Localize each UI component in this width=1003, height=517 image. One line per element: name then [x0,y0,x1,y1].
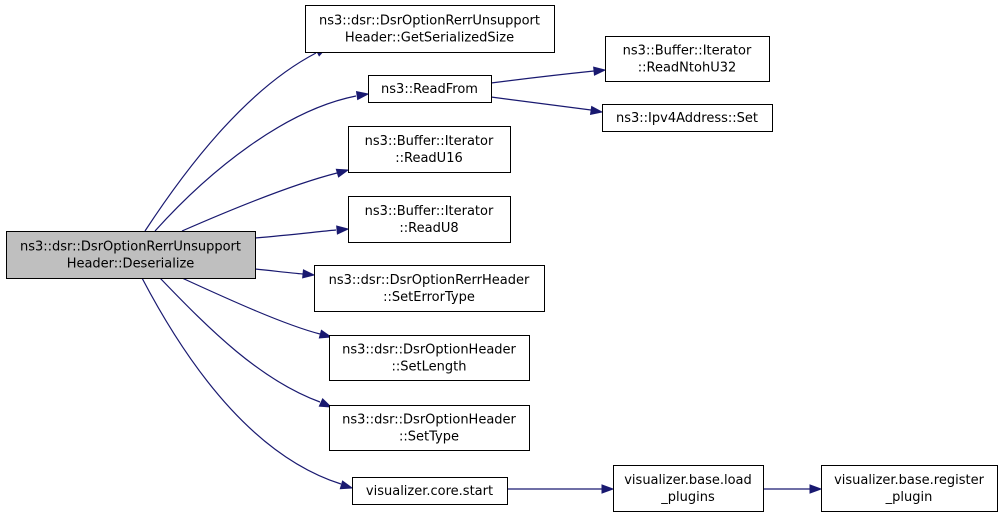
arrowhead-root-setlen [318,329,333,339]
node-readu8[interactable]: ns3::Buffer::Iterator::ReadU8 [348,196,511,243]
node-setlen[interactable]: ns3::dsr::DsrOptionHeader::SetLength [329,335,530,381]
node-label-line: ns3::Ipv4Address::Set [616,111,758,126]
arrowhead-vcstart-vbload [601,484,615,494]
node-ipv4set[interactable]: ns3::Ipv4Address::Set [602,104,773,132]
arrowhead-root-settype [318,397,333,408]
node-vcstart[interactable]: visualizer.core.start [352,477,508,505]
arrowhead-root-readu8 [336,225,350,235]
node-box[interactable] [305,5,555,53]
node-box[interactable] [348,196,511,243]
arrowhead-root-vcstart [339,480,354,490]
node-label-line: ::SetLength [392,360,467,375]
node-label-line: ns3::dsr::DsrOptionRerrUnsupport [319,14,540,29]
edge-root-readfrom [154,95,357,232]
arrowhead-vbload-vbreg [809,484,823,494]
node-readfrom[interactable]: ns3::ReadFrom [368,75,492,103]
edge-root-readu8 [254,229,337,239]
node-label-line: ns3::dsr::DsrOptionRerrHeader [329,273,530,288]
node-box[interactable] [613,465,764,512]
node-label-line: Header::Deserialize [67,257,195,272]
node-box [6,231,256,279]
node-label-line: _plugin [885,490,933,505]
node-box[interactable] [605,36,770,82]
node-box[interactable] [368,75,492,103]
node-label-line: _plugins [660,490,715,505]
arrowhead-root-seterr [302,269,316,279]
node-label-line: ns3::Buffer::Iterator [365,134,494,149]
arrowhead-readfrom-ipv4set [589,105,604,116]
edge-root-seterr [254,268,304,275]
arrowhead-readfrom-readntoh [593,66,607,76]
node-box[interactable] [348,126,511,173]
node-box[interactable] [329,335,530,381]
node-seterr[interactable]: ns3::dsr::DsrOptionRerrHeader::SetErrorT… [314,265,545,312]
edge-root-setlen [181,277,321,335]
node-label-line: ::ReadU8 [399,221,458,236]
edge-root-vcstart [141,277,342,485]
arrowhead-root-readfrom [355,90,370,101]
node-label-line: ::SetType [399,430,459,445]
arrowhead-root-readu16 [335,168,350,178]
node-label-line: ns3::dsr::DsrOptionHeader [342,343,516,358]
node-getser[interactable]: ns3::dsr::DsrOptionRerrUnsupportHeader::… [305,5,555,53]
node-box[interactable] [352,477,508,505]
node-label-line: ::SetErrorType [383,290,475,305]
node-settype[interactable]: ns3::dsr::DsrOptionHeader::SetType [329,405,530,451]
node-label-line: visualizer.core.start [366,484,493,499]
edge-root-settype [159,277,321,403]
node-box[interactable] [329,405,530,451]
node-label-line: ns3::ReadFrom [381,82,478,97]
node-vbload[interactable]: visualizer.base.load _plugins [613,465,764,512]
edge-root-readu16 [181,172,338,232]
node-label-line: ns3::dsr::DsrOptionRerrUnsupport [20,240,241,255]
edge-readfrom-ipv4set [490,96,592,111]
edge-readfrom-readntoh [490,70,595,84]
node-label-line: visualizer.base.register [834,473,985,488]
node-readu16[interactable]: ns3::Buffer::Iterator::ReadU16 [348,126,511,173]
node-readntoh[interactable]: ns3::Buffer::Iterator::ReadNtohU32 [605,36,770,82]
node-vbreg[interactable]: visualizer.base.register _plugin [821,465,998,512]
node-box[interactable] [602,104,773,132]
node-label-line: visualizer.base.load [624,473,752,488]
node-root: ns3::dsr::DsrOptionRerrUnsupportHeader::… [6,231,256,279]
node-label-line: ns3::Buffer::Iterator [365,204,494,219]
node-label-line: Header::GetSerializedSize [345,31,514,46]
node-label-line: ::ReadNtohU32 [638,61,737,76]
edge-root-getser [144,52,317,232]
node-box[interactable] [821,465,998,512]
edges-layer [141,46,823,494]
nodes-layer: ns3::dsr::DsrOptionRerrUnsupportHeader::… [6,5,998,512]
node-label-line: ::ReadU16 [395,151,462,166]
node-box[interactable] [314,265,545,312]
node-label-line: ns3::Buffer::Iterator [623,44,752,59]
node-label-line: ns3::dsr::DsrOptionHeader [342,413,516,428]
